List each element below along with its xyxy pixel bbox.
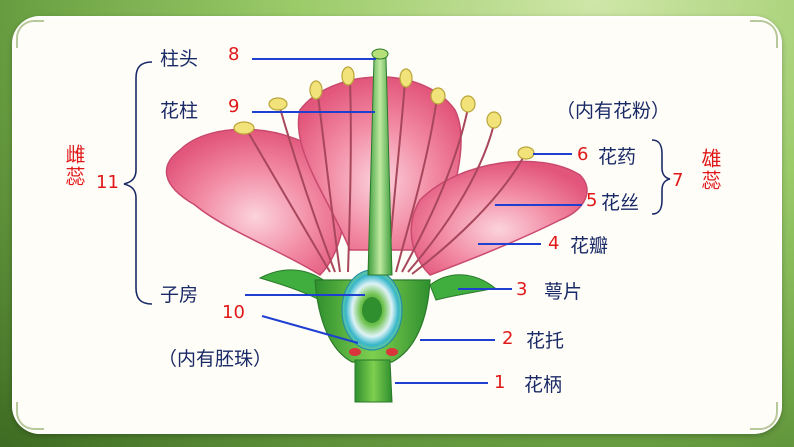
label-style: 花柱 [160,100,199,122]
number-stalk: 1 [494,372,506,393]
label-ovule-note: （内有胚珠） [158,348,273,370]
corner-ornament [750,402,778,430]
number-receptacle: 2 [502,328,514,349]
anthers [233,66,535,160]
right-sepal [429,274,497,301]
label-stigma: 柱头 [160,48,199,70]
label-stamen: 雄蕊 [698,148,722,192]
label-pistil: 雌蕊 [62,144,86,188]
leader-lines [245,58,582,384]
corner-ornament [16,402,44,430]
label-petal: 花瓣 [570,235,609,257]
stamen-brace [651,139,671,215]
number-stigma: 8 [228,44,240,65]
number-anther: 6 [577,144,589,165]
number-filament: 5 [586,190,598,211]
stamens [247,79,525,275]
label-receptacle: 花托 [526,330,565,352]
number-sepal: 3 [516,279,528,300]
stigma [371,48,389,60]
number-petal: 4 [548,233,560,254]
number-stamen: 7 [672,170,684,191]
label-anther: 花药 [598,146,637,168]
label-stalk: 花柄 [524,374,563,396]
corner-ornament [750,20,778,48]
label-pollen-note: （内有花粉） [556,100,671,122]
flower-stalk [354,359,393,403]
label-ovary: 子房 [160,284,199,306]
pistil-brace [123,61,153,305]
right-petal [410,160,588,276]
number-ovule: 10 [222,302,245,323]
number-pistil: 11 [96,172,119,193]
label-sepal: 萼片 [544,281,583,303]
label-filament: 花丝 [601,192,640,214]
corner-ornament [16,20,44,48]
left-petal [165,128,346,276]
ovule [362,297,382,323]
number-style: 9 [228,96,240,117]
